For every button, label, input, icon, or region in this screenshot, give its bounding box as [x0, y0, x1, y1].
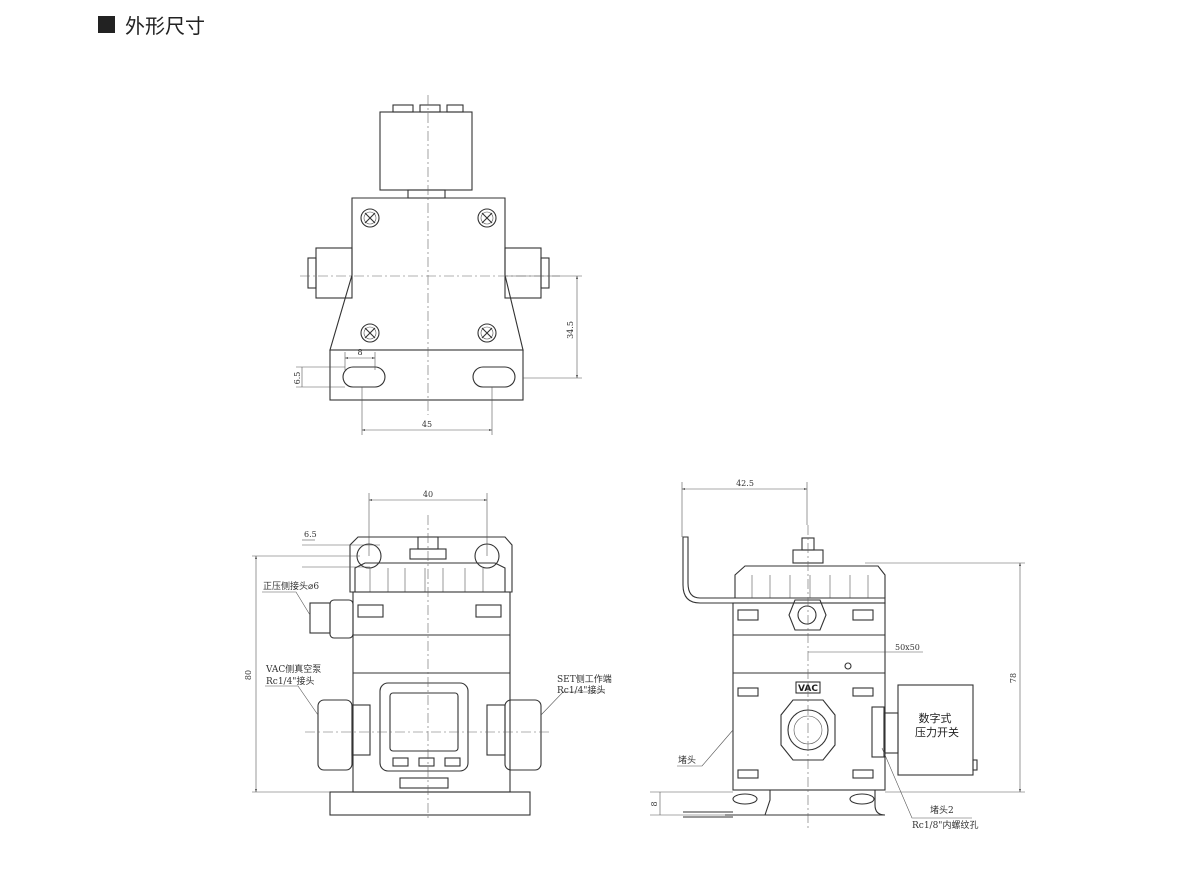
dim-8-base: 8: [650, 801, 659, 806]
square-bullet-icon: [98, 16, 115, 33]
dim-45: 45: [422, 420, 432, 429]
dim-6-5-front: 6.5: [304, 530, 317, 539]
label-vac-line2: Rc1/4"接头: [266, 675, 314, 687]
switch-label-line2: 压力开关: [915, 725, 959, 739]
label-positive-fitting: 正压侧接头⌀6: [263, 580, 319, 592]
digital-pressure-switch: [897, 684, 974, 776]
label-set-line1: SET侧工作端: [557, 673, 612, 685]
label-vac-line1: VAC侧真空泵: [265, 663, 321, 675]
dim-34-5: 34.5: [566, 321, 575, 339]
dim-42-5: 42.5: [736, 479, 754, 488]
dim-6-5: 6.5: [293, 372, 302, 385]
dim-50x50: 50x50: [895, 643, 920, 652]
label-plug2: 堵头2: [930, 804, 954, 816]
top-view: 34.5 45 8 6.5: [293, 95, 582, 435]
label-thread: Rc1/8"内螺纹孔: [912, 819, 978, 831]
label-plug: 堵头: [678, 754, 696, 766]
side-view: VAC 数字式 压力开关 42.5 78 50x50 8 堵头 堵头2 Rc1/…: [650, 479, 1025, 831]
heading-text: 外形尺寸: [125, 14, 205, 38]
dim-8: 8: [357, 348, 362, 357]
front-view: 40 6.5 80 正压侧接头⌀6 VAC侧真空泵 Rc1/4"接头 SET侧工…: [244, 490, 612, 820]
switch-label-line1: 数字式: [919, 711, 952, 725]
dim-40: 40: [423, 490, 433, 499]
dim-78: 78: [1009, 673, 1018, 683]
dim-80: 80: [244, 670, 253, 680]
section-heading: 外形尺寸: [98, 10, 205, 39]
label-set-line2: Rc1/4"接头: [557, 684, 605, 696]
